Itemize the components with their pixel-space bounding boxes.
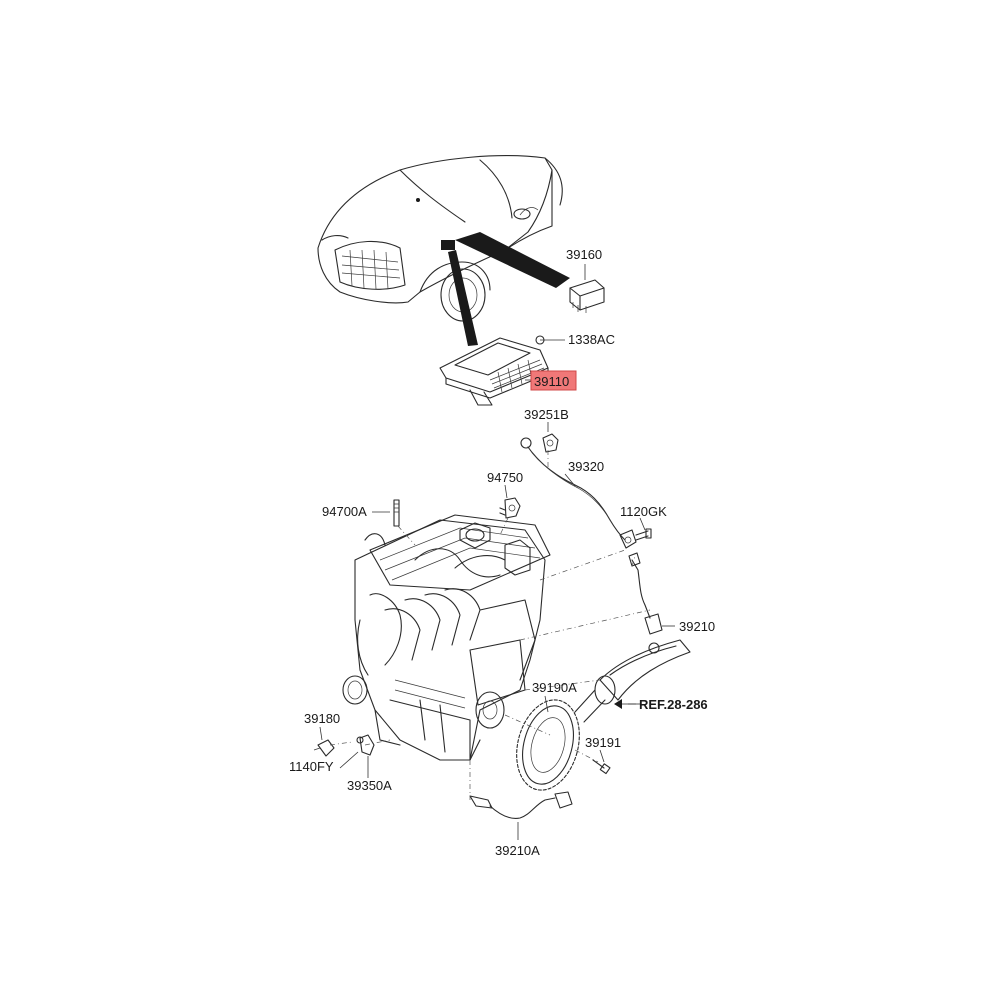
ring-gear-39190A: [516, 699, 580, 791]
car-illustration: [317, 155, 563, 322]
part-labels: 39160 1338AC 39110 39251B 39320 94750 11…: [289, 247, 715, 858]
label-ref-28-286[interactable]: REF.28-286: [639, 697, 708, 712]
stud-94700A: [393, 499, 400, 527]
relay-39160: [569, 279, 605, 313]
sensor-94750: [499, 497, 521, 519]
label-1120GK[interactable]: 1120GK: [620, 504, 667, 519]
label-94700A[interactable]: 94700A: [322, 504, 367, 519]
label-1338AC[interactable]: 1338AC: [568, 332, 615, 347]
label-39210A[interactable]: 39210A: [495, 843, 540, 858]
label-94750[interactable]: 94750: [487, 470, 523, 485]
bolt-1120GK: [635, 528, 652, 541]
label-1140FY[interactable]: 1140FY: [289, 759, 334, 774]
sensor-bracket-39251B: [542, 433, 559, 453]
label-39251B[interactable]: 39251B: [524, 407, 569, 422]
engine-block: [342, 514, 551, 761]
label-39191[interactable]: 39191: [585, 735, 621, 750]
label-39350A[interactable]: 39350A: [347, 778, 392, 793]
part-highlight: [530, 370, 577, 391]
sensor-39180: [313, 739, 335, 757]
label-39110[interactable]: 39110: [534, 374, 569, 389]
label-39320[interactable]: 39320: [568, 459, 604, 474]
catalytic-converter: [574, 639, 691, 723]
crank-pulley: [475, 691, 505, 729]
ref-arrow: [614, 699, 636, 709]
label-39210[interactable]: 39210: [679, 619, 715, 634]
knock-sensor-39320: [520, 437, 637, 549]
oxygen-sensor-39210: [628, 552, 663, 635]
pointer-wedges: [448, 232, 570, 346]
sensor-39350A: [356, 734, 375, 756]
oxygen-sensor-39210A: [469, 791, 573, 819]
bolt-39191: [592, 759, 611, 775]
assembly-lines: [329, 450, 651, 800]
label-39180[interactable]: 39180: [304, 711, 340, 726]
label-39160[interactable]: 39160: [566, 247, 602, 262]
label-39190A[interactable]: 39190A: [532, 680, 577, 695]
